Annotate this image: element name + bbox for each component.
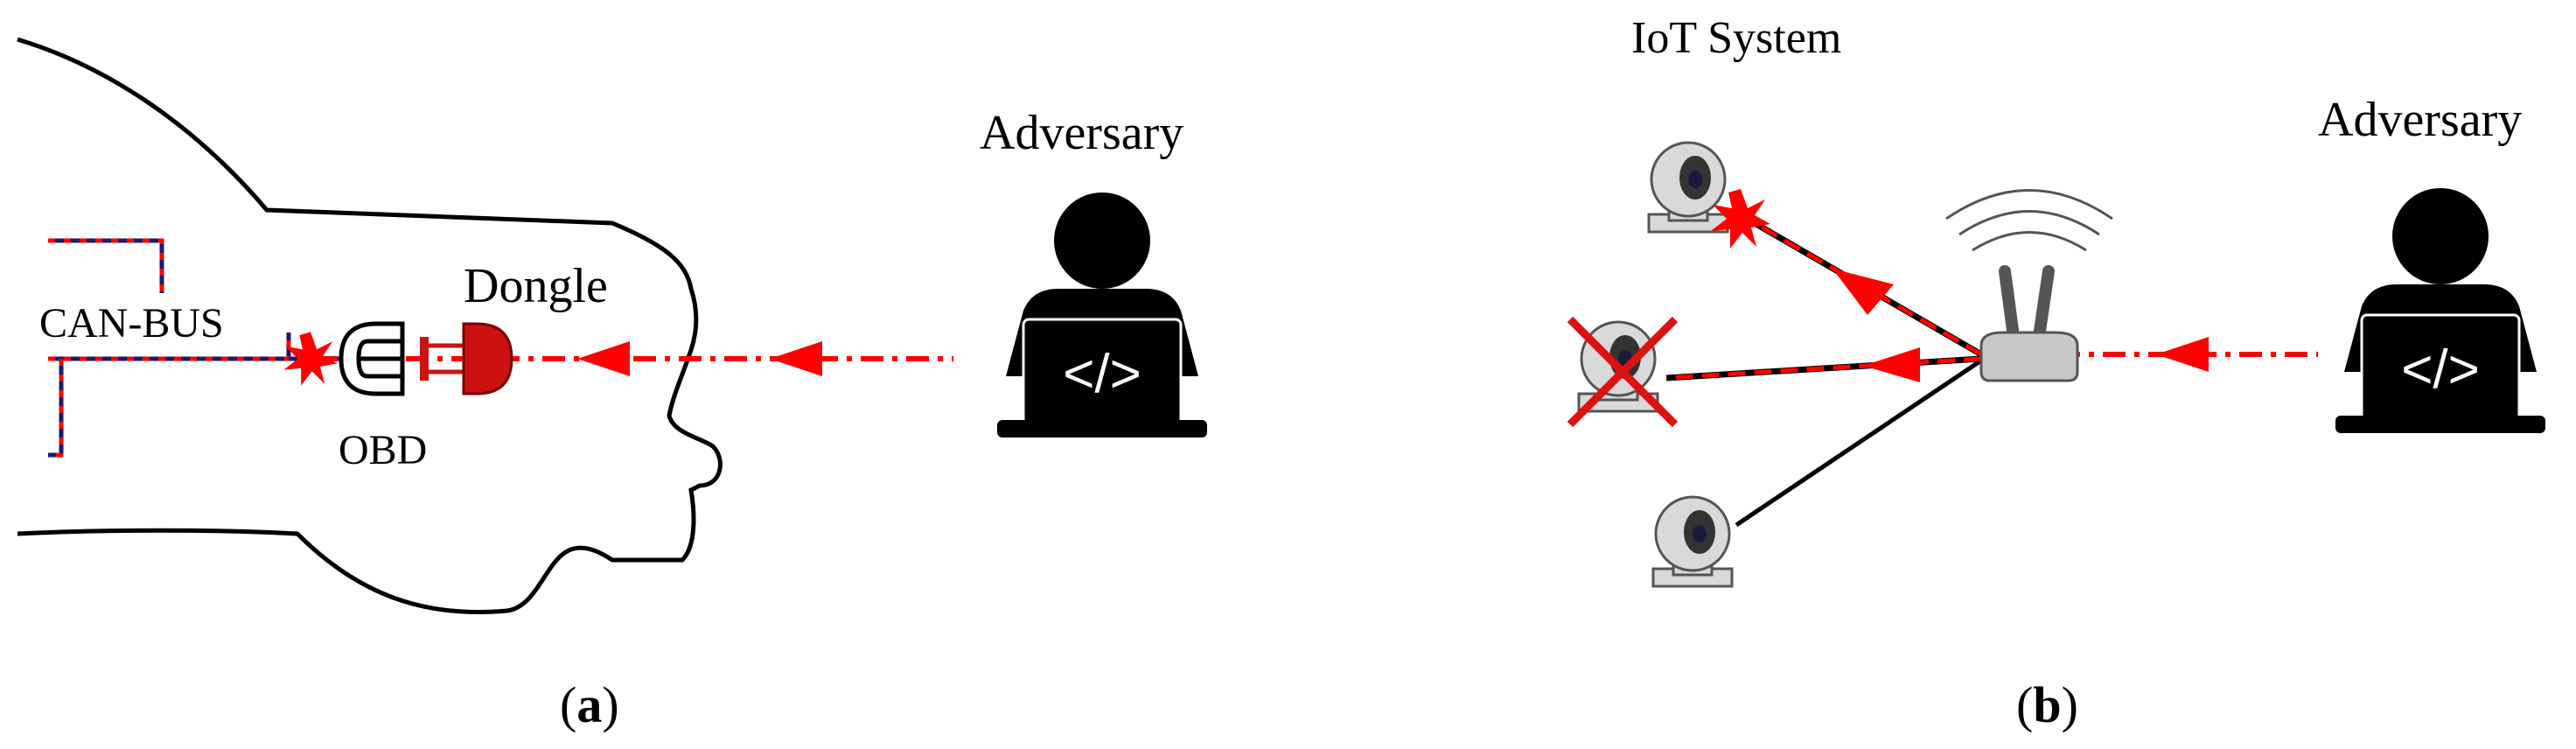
caption-a: (a) — [560, 676, 619, 733]
adversary-icon-a — [995, 191, 1209, 439]
can-bus-wiring — [48, 238, 350, 458]
iot-system-label: IoT System — [1631, 13, 1841, 63]
arrow-head — [577, 341, 630, 376]
caption-b-letter: b — [2033, 676, 2061, 733]
obd-label: OBD — [339, 427, 427, 473]
arrow-head — [1833, 269, 1894, 315]
link-bottom — [1735, 358, 1983, 528]
panel-a: CAN-BUS OBD Dongle Adversary (a) — [17, 37, 1209, 733]
arrow-head — [770, 341, 822, 376]
disabled-cross-icon — [1567, 316, 1679, 428]
dongle-icon — [420, 322, 513, 396]
dongle-label: Dongle — [464, 259, 608, 313]
arrow-head — [2156, 337, 2209, 372]
can-bus-label: CAN-BUS — [39, 300, 224, 346]
adversary-label-b: Adversary — [2318, 93, 2522, 147]
adversary-icon-b — [2334, 186, 2547, 435]
car-outline — [17, 37, 723, 614]
caption-a-letter: a — [576, 676, 602, 733]
panel-b: IoT System Adversary — [1567, 13, 2547, 733]
link-middle — [1665, 355, 1982, 382]
arrow-head — [1863, 347, 1920, 382]
camera-top-icon — [1647, 141, 1729, 234]
router-icon — [1945, 189, 2113, 382]
caption-b: (b) — [2016, 676, 2078, 733]
adversary-label-a: Adversary — [980, 106, 1183, 160]
camera-bottom-icon — [1651, 495, 1734, 588]
